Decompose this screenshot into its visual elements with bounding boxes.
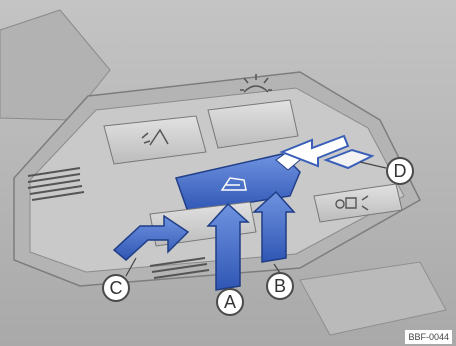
- callout-a: A: [216, 288, 244, 316]
- figure-code: BBF-0044: [405, 330, 452, 344]
- callout-b: B: [266, 272, 294, 300]
- callout-c: C: [102, 274, 130, 302]
- callout-d: D: [386, 157, 414, 185]
